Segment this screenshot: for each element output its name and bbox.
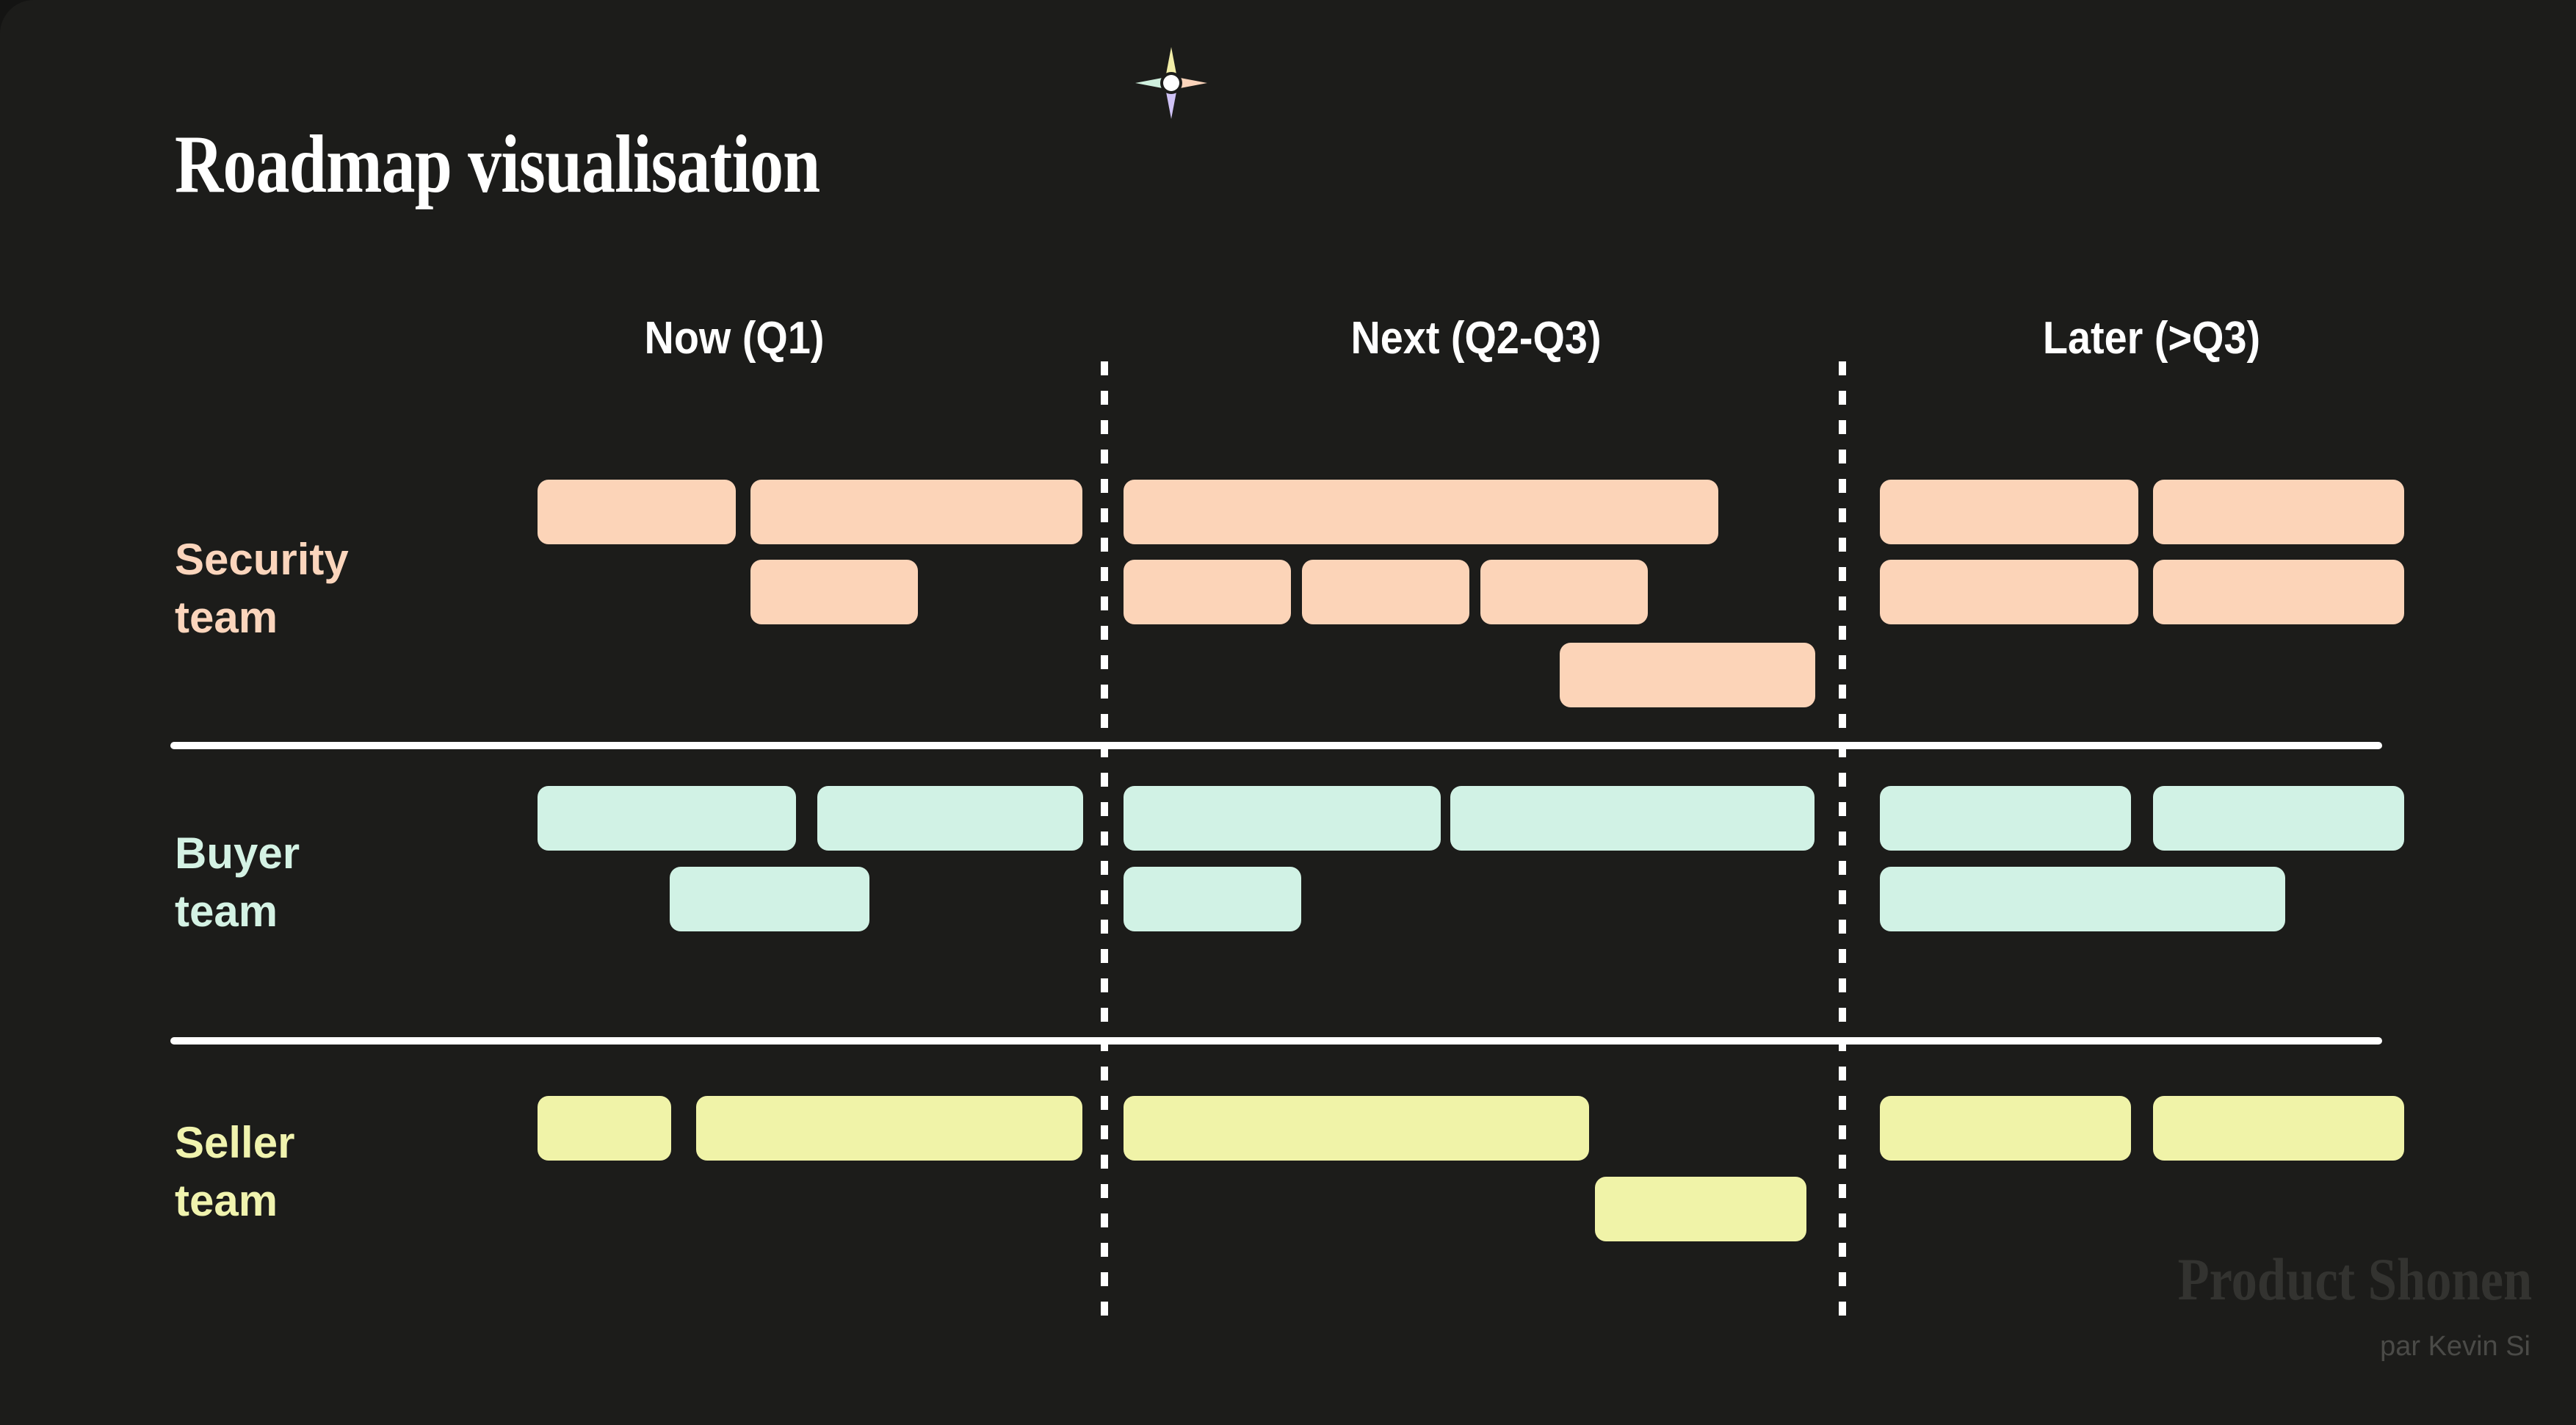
- roadmap-bar[interactable]: [1880, 480, 2138, 544]
- team-label-seller: Seller team: [175, 1118, 295, 1226]
- team-label-security: Security team: [175, 535, 349, 643]
- roadmap-bar[interactable]: [1124, 560, 1291, 624]
- roadmap-bar[interactable]: [1124, 1096, 1589, 1161]
- roadmap-bar[interactable]: [538, 1096, 671, 1161]
- column-divider-now-next: [1101, 361, 1108, 1324]
- column-header-later: Later (>Q3): [2042, 313, 2261, 364]
- row-divider-security-buyer: [170, 742, 2382, 749]
- roadmap-bar[interactable]: [1302, 560, 1469, 624]
- roadmap-bar[interactable]: [1480, 560, 1648, 624]
- page-title: Roadmap visualisation: [175, 119, 820, 210]
- roadmap-bar[interactable]: [1124, 786, 1441, 851]
- roadmap-bar[interactable]: [2153, 1096, 2404, 1161]
- roadmap-bar[interactable]: [750, 560, 918, 624]
- roadmap-bar[interactable]: [1560, 643, 1815, 707]
- row-divider-buyer-seller: [170, 1037, 2382, 1045]
- column-header-next: Next (Q2-Q3): [1350, 313, 1602, 364]
- roadmap-bar[interactable]: [817, 786, 1083, 851]
- roadmap-bar[interactable]: [1124, 867, 1301, 931]
- roadmap-bar[interactable]: [1880, 1096, 2131, 1161]
- roadmap-bar[interactable]: [1880, 560, 2138, 624]
- roadmap-bar[interactable]: [538, 786, 796, 851]
- roadmap-bar[interactable]: [1880, 867, 2285, 931]
- roadmap-bar[interactable]: [696, 1096, 1082, 1161]
- four-point-star-icon: [1131, 43, 1212, 123]
- roadmap-bar[interactable]: [1450, 786, 1815, 851]
- watermark-author: par Kevin Si: [2380, 1331, 2530, 1362]
- roadmap-bar[interactable]: [750, 480, 1082, 544]
- roadmap-bar[interactable]: [2153, 560, 2404, 624]
- roadmap-bar[interactable]: [538, 480, 736, 544]
- column-header-now: Now (Q1): [644, 313, 825, 364]
- roadmap-bar[interactable]: [670, 867, 869, 931]
- team-label-buyer: Buyer team: [175, 829, 300, 937]
- roadmap-bar[interactable]: [1124, 480, 1718, 544]
- roadmap-bar[interactable]: [2153, 480, 2404, 544]
- roadmap-bar[interactable]: [1595, 1177, 1806, 1241]
- column-divider-next-later: [1839, 361, 1846, 1324]
- roadmap-bar[interactable]: [2153, 786, 2404, 851]
- watermark-brand: Product Shonen: [2177, 1246, 2532, 1313]
- roadmap-bar[interactable]: [1880, 786, 2131, 851]
